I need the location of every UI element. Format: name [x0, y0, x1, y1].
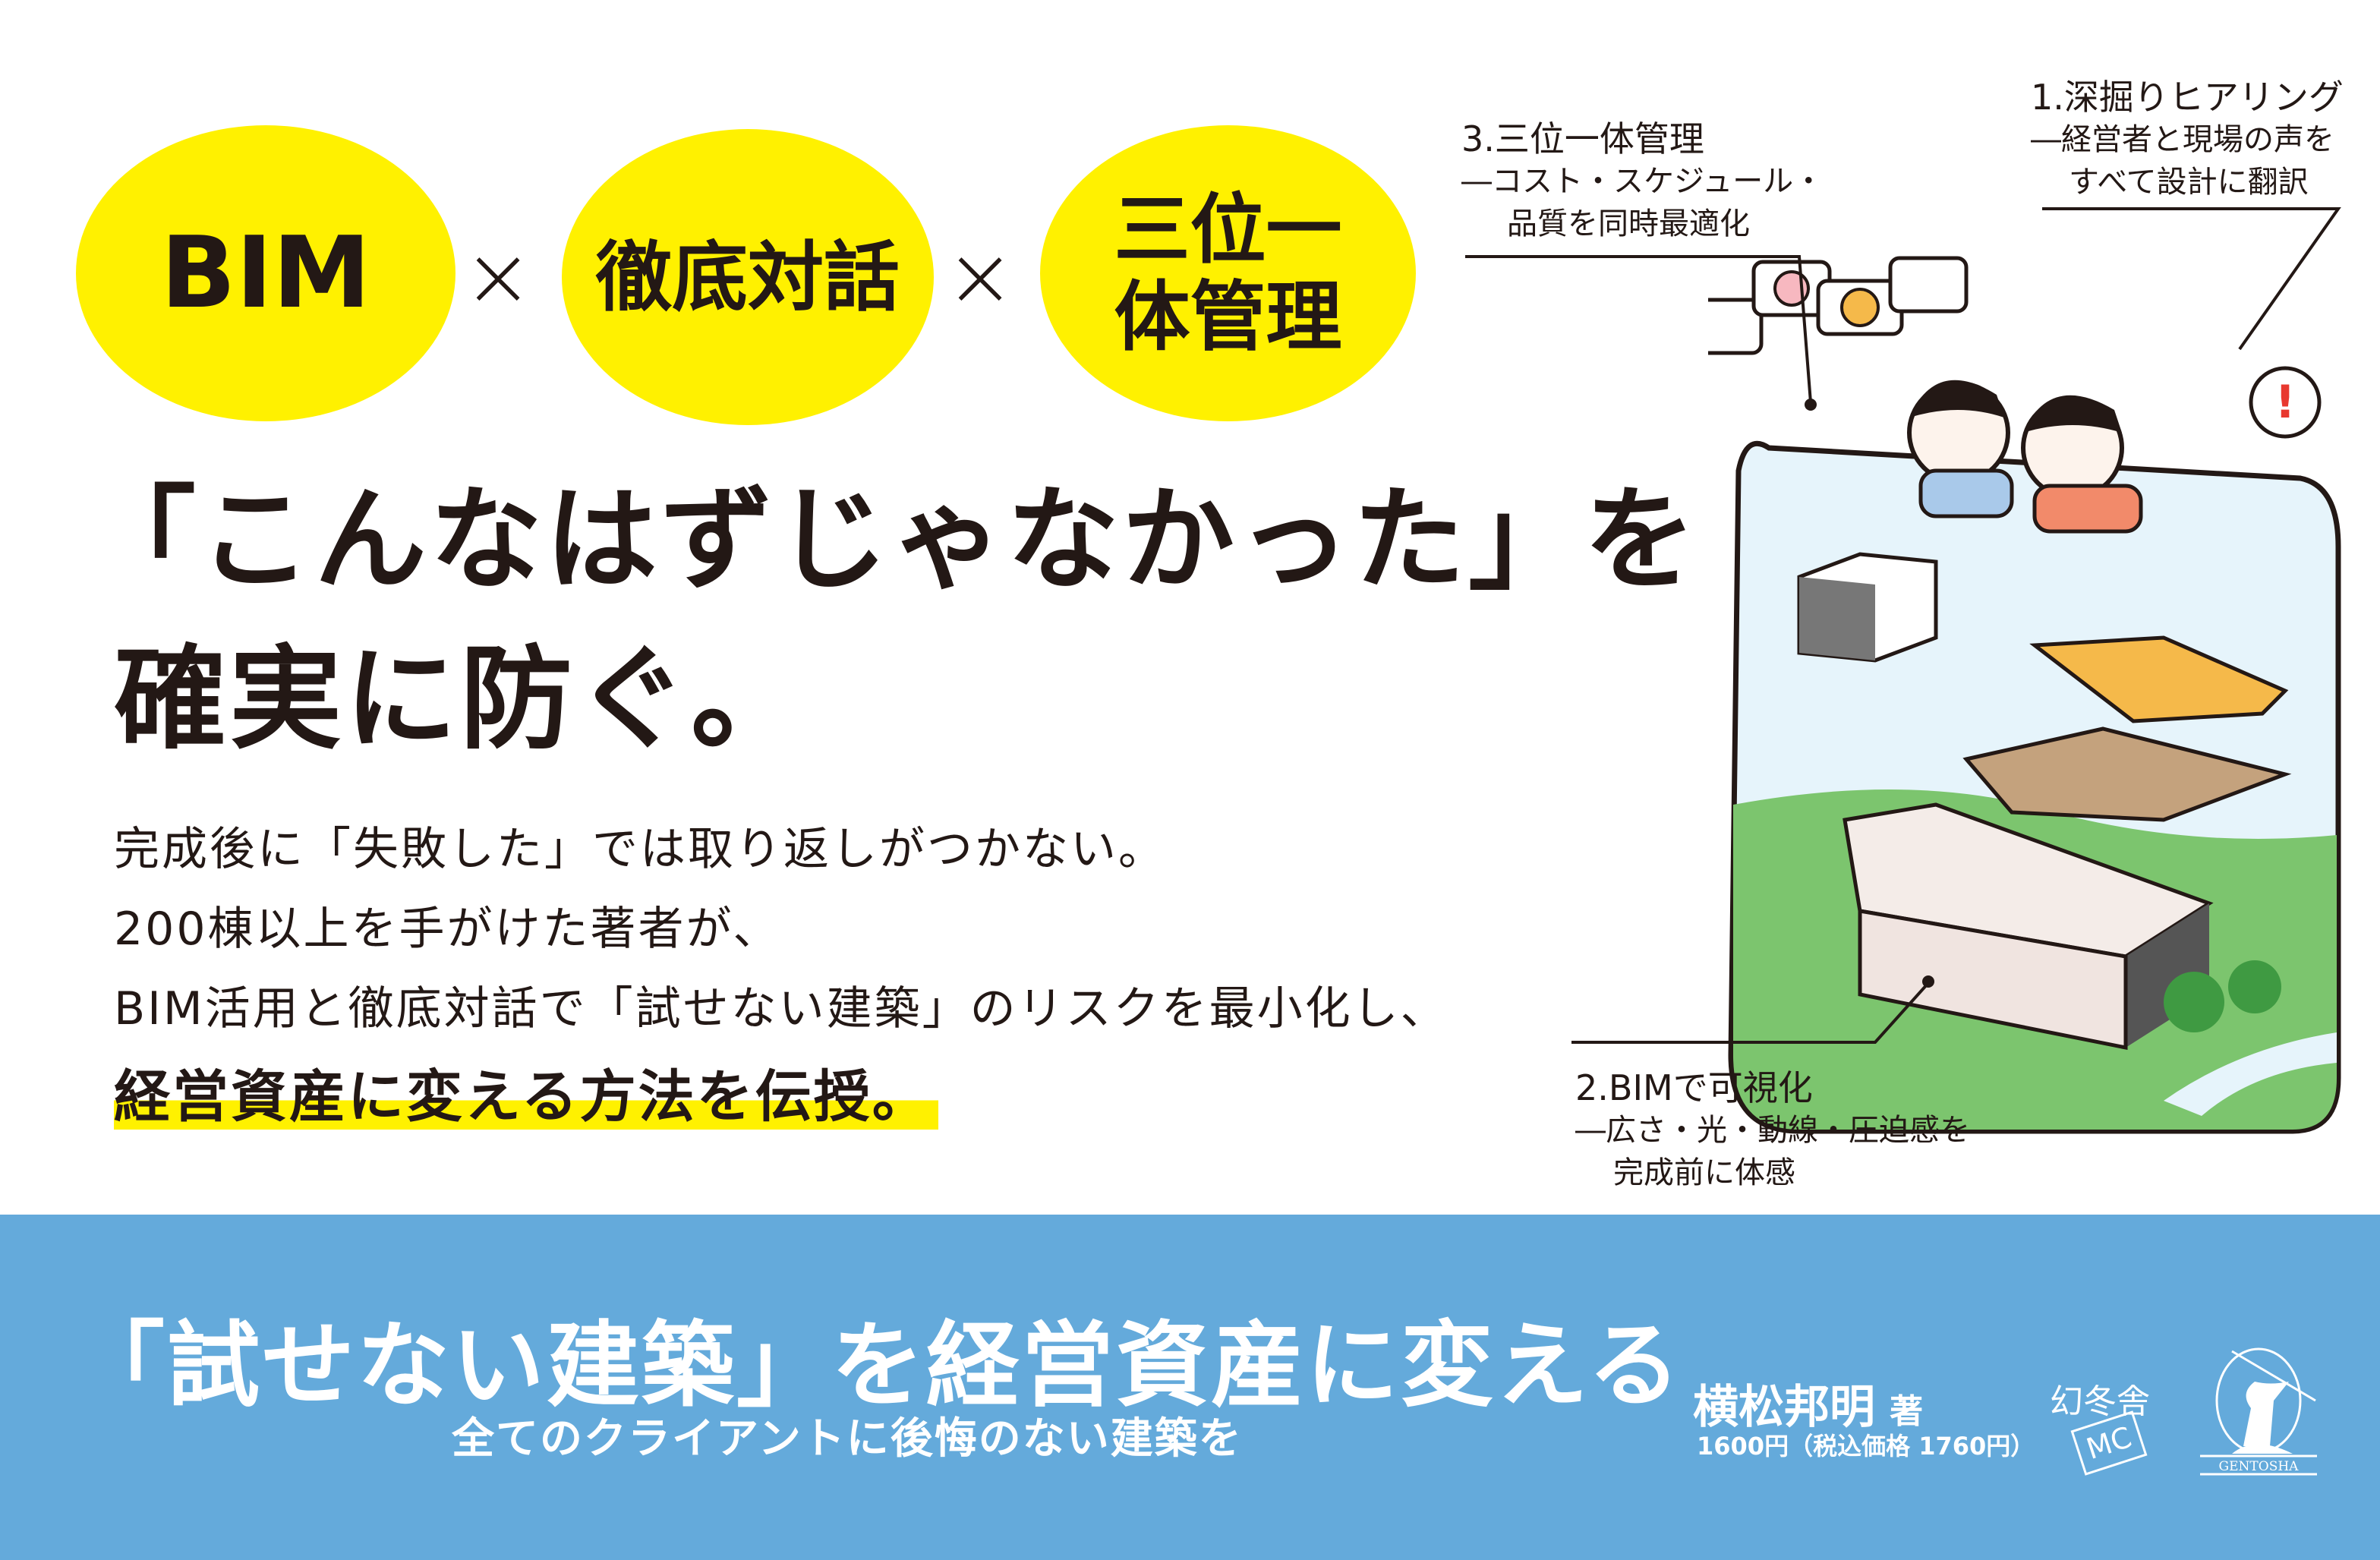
circle-bim: BIM — [76, 125, 456, 421]
path — [2164, 1032, 2337, 1116]
author: 横松邦明 著 — [1693, 1370, 1923, 1436]
circle-label: 徹底対話 — [596, 232, 900, 322]
person-left — [1907, 380, 2014, 518]
gentosha-logo: GENTOSHA — [2200, 1347, 2317, 1476]
section-floor — [1962, 726, 2292, 822]
tree-icon — [2228, 960, 2281, 1013]
body-line: 200棟以上を手がけた著者が、 — [114, 903, 781, 956]
author-suffix: 著 — [1890, 1392, 1924, 1431]
author-name: 横松邦明 — [1693, 1381, 1875, 1434]
circle-label: BIM — [160, 215, 371, 331]
exclamation-bubble-icon — [2249, 366, 2322, 439]
note-line: ―コスト・スケジュール・ — [1461, 164, 1824, 199]
circle-label: 三位一体管理 — [1114, 185, 1342, 361]
body-highlight: 経営資産に変える方法を伝授。 — [114, 1051, 938, 1133]
band-subtitle: 全てのクライアントに後悔のない建築を — [452, 1414, 1243, 1464]
note-line: すべて設計に翻訳 — [2069, 165, 2309, 200]
illustration: ! — [1708, 256, 2341, 1134]
note-hearing: 1.深掘りヒアリング ―経営者と現場の声を すべて設計に翻訳 — [2031, 76, 2344, 203]
svg-text:!: ! — [2274, 376, 2295, 429]
speech-bubble — [1888, 256, 1969, 314]
note-title: 2.BIMで可視化 — [1575, 1067, 1813, 1108]
note-line: 品質を同時最適化 — [1507, 206, 1750, 241]
tree-icon — [2164, 972, 2224, 1032]
body-line: BIM活用と徹底対話で「試せない建築」のリスクを最小化し、 — [114, 982, 1448, 1035]
circle-trinity: 三位一体管理 — [1040, 125, 1416, 421]
person-right — [2021, 395, 2143, 534]
note-trinity: 3.三位一体管理 ―コスト・スケジュール・ 品質を同時最適化 — [1461, 118, 1824, 245]
yen-icon — [1840, 288, 1880, 327]
note-title: 1.深掘りヒアリング — [2031, 77, 2344, 118]
circle-dialogue: 徹底対話 — [562, 129, 934, 425]
body-line: 完成後に「失敗した」では取り返しがつかない。 — [114, 823, 1166, 876]
note-line: 完成前に体感 — [1613, 1155, 1795, 1190]
price: 1600円（税込価格 1760円） — [1697, 1432, 2035, 1461]
building — [1843, 802, 2214, 1051]
headline-line2: 確実に防ぐ。 — [114, 634, 806, 764]
leader-lines — [1465, 207, 2341, 1044]
note-line: ―広さ・光・動線・圧迫感を — [1575, 1113, 1970, 1148]
note-bim: 2.BIMで可視化 ―広さ・光・動線・圧迫感を 完成前に体感 — [1575, 1067, 1970, 1194]
headline-line1: 「こんなはずじゃなかった」を — [84, 474, 1699, 605]
gentosha-text: GENTOSHA — [2219, 1459, 2300, 1474]
note-title: 3.三位一体管理 — [1461, 118, 1704, 159]
highlight-text: 経営資産に変える方法を伝授。 — [114, 1064, 938, 1130]
band-title: 「試せない建築」を経営資産に変える — [72, 1312, 1683, 1420]
bottom-band — [0, 1215, 2380, 1560]
floor-plate — [2029, 635, 2289, 723]
note-line: ―経営者と現場の声を — [2031, 122, 2334, 157]
speech-bubble — [1708, 298, 1764, 355]
times-symbol: × — [945, 228, 1016, 325]
floating-box — [1797, 552, 1938, 663]
times-symbol: × — [463, 228, 534, 325]
publisher-mark: 幻冬舎 — [2050, 1382, 2150, 1421]
